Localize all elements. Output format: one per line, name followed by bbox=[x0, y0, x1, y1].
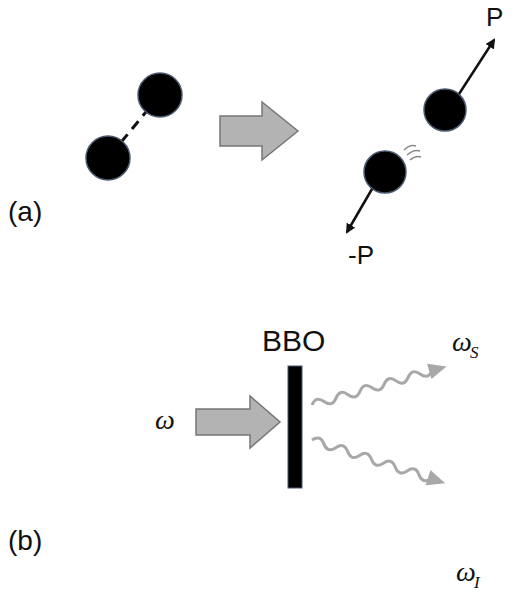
subscript-label: S bbox=[470, 344, 479, 361]
momentum-label: -P bbox=[348, 242, 374, 268]
momentum-arrow bbox=[347, 189, 372, 232]
particle bbox=[364, 151, 406, 193]
subscript-label: I bbox=[474, 574, 480, 591]
idler-photon bbox=[310, 432, 448, 490]
particle bbox=[138, 73, 182, 117]
pump-arrow bbox=[196, 396, 280, 448]
frequency-label: ω bbox=[456, 558, 476, 586]
break-marks bbox=[404, 146, 421, 161]
frequency-label: ω bbox=[452, 328, 472, 356]
signal-photon bbox=[310, 359, 449, 413]
particle bbox=[424, 89, 466, 131]
momentum-label: P bbox=[486, 4, 503, 30]
panel-label: (b) bbox=[8, 527, 42, 555]
process-arrow bbox=[220, 102, 298, 160]
crystal-label: BBO bbox=[262, 326, 325, 356]
particle bbox=[86, 136, 130, 180]
momentum-arrow bbox=[459, 40, 494, 94]
panel-label: (a) bbox=[8, 198, 42, 226]
crystal-slab bbox=[288, 366, 302, 488]
frequency-label: ω bbox=[155, 406, 175, 434]
